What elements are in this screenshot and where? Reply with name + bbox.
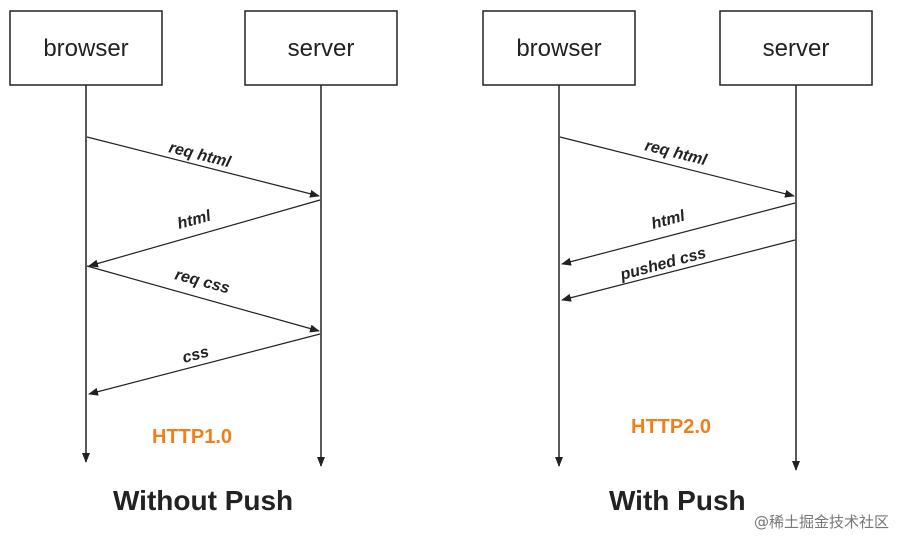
right-msg-pushed-css-label: pushed css — [618, 245, 708, 284]
left-browser-label: browser — [43, 35, 128, 62]
left-msg-html-arrow — [88, 199, 321, 268]
left-server-label: server — [288, 35, 355, 62]
right-caption: With Push — [609, 485, 746, 516]
right-server-label: server — [763, 35, 830, 62]
left-msg-req-css-arrow — [86, 265, 320, 333]
left-protocol-label: HTTP1.0 — [152, 426, 232, 448]
left-msg-req-html-arrow — [86, 136, 320, 198]
right-protocol-label: HTTP2.0 — [631, 416, 711, 438]
left-msg-css-label: css — [181, 344, 211, 367]
watermark-text: @稀土掘金技术社区 — [754, 513, 889, 531]
right-server-box: server — [719, 10, 873, 86]
right-msg-html-arrow — [561, 202, 796, 266]
right-browser-label: browser — [516, 35, 601, 62]
right-msg-req-html-label: req html — [643, 137, 709, 169]
left-diagram: browser server req html html req css css… — [9, 10, 398, 516]
left-server-box: server — [244, 10, 398, 86]
right-browser-box: browser — [482, 10, 636, 86]
right-diagram: browser server req html html pushed css … — [482, 10, 873, 516]
left-browser-box: browser — [9, 10, 163, 86]
right-msg-req-html-arrow — [559, 136, 795, 198]
right-msg-html-label: html — [650, 208, 688, 233]
left-msg-req-html-label: req html — [167, 139, 233, 171]
left-msg-html-label: html — [176, 208, 214, 233]
left-msg-css-arrow — [88, 333, 321, 396]
right-msg-pushed-css-arrow — [561, 239, 796, 302]
left-caption: Without Push — [113, 485, 293, 516]
